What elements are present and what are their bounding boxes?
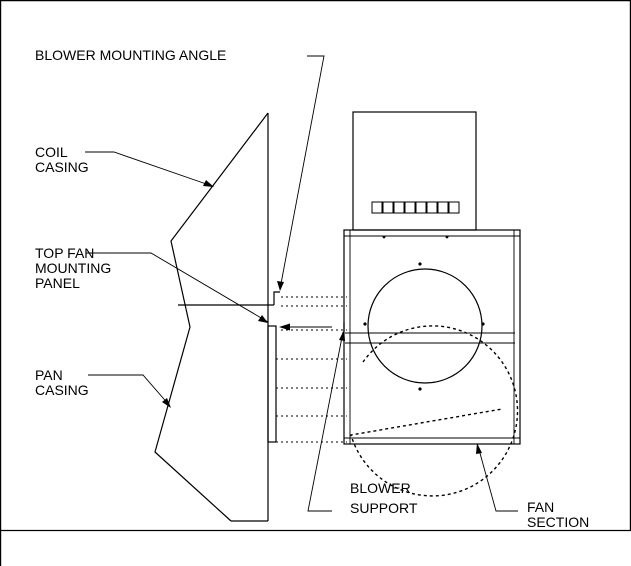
blower-mounting-angle — [273, 291, 280, 305]
label-blower-mounting-angle: BLOWER MOUNTING ANGLE — [35, 47, 226, 63]
vent-slot — [437, 201, 449, 214]
leader-lines — [85, 55, 518, 512]
fan-scroll — [345, 262, 519, 497]
fan-section-housing — [343, 229, 521, 445]
projection-lines — [276, 296, 347, 443]
vent-slot — [448, 201, 460, 214]
vent-slot — [393, 201, 405, 214]
vent-slot — [371, 201, 383, 214]
casing-outline — [154, 112, 274, 522]
vent-slot — [382, 201, 394, 214]
label-fan-section: FAN SECTION — [527, 499, 589, 530]
labels: BLOWER MOUNTING ANGLE COIL CASING TOP FA… — [35, 47, 589, 530]
label-blower-support: BLOWER SUPPORT — [350, 480, 418, 516]
vent-slots — [371, 201, 460, 214]
vent-slot — [426, 201, 438, 214]
label-coil-casing: COIL CASING — [35, 144, 89, 175]
label-pan-casing: PAN CASING — [35, 367, 89, 398]
top-fan-mounting-panel — [267, 325, 277, 443]
vent-slot — [404, 201, 416, 214]
vent-slot — [415, 201, 427, 214]
label-top-fan-mounting-panel: TOP FAN MOUNTING PANEL — [35, 245, 115, 291]
motor-box — [352, 111, 477, 231]
